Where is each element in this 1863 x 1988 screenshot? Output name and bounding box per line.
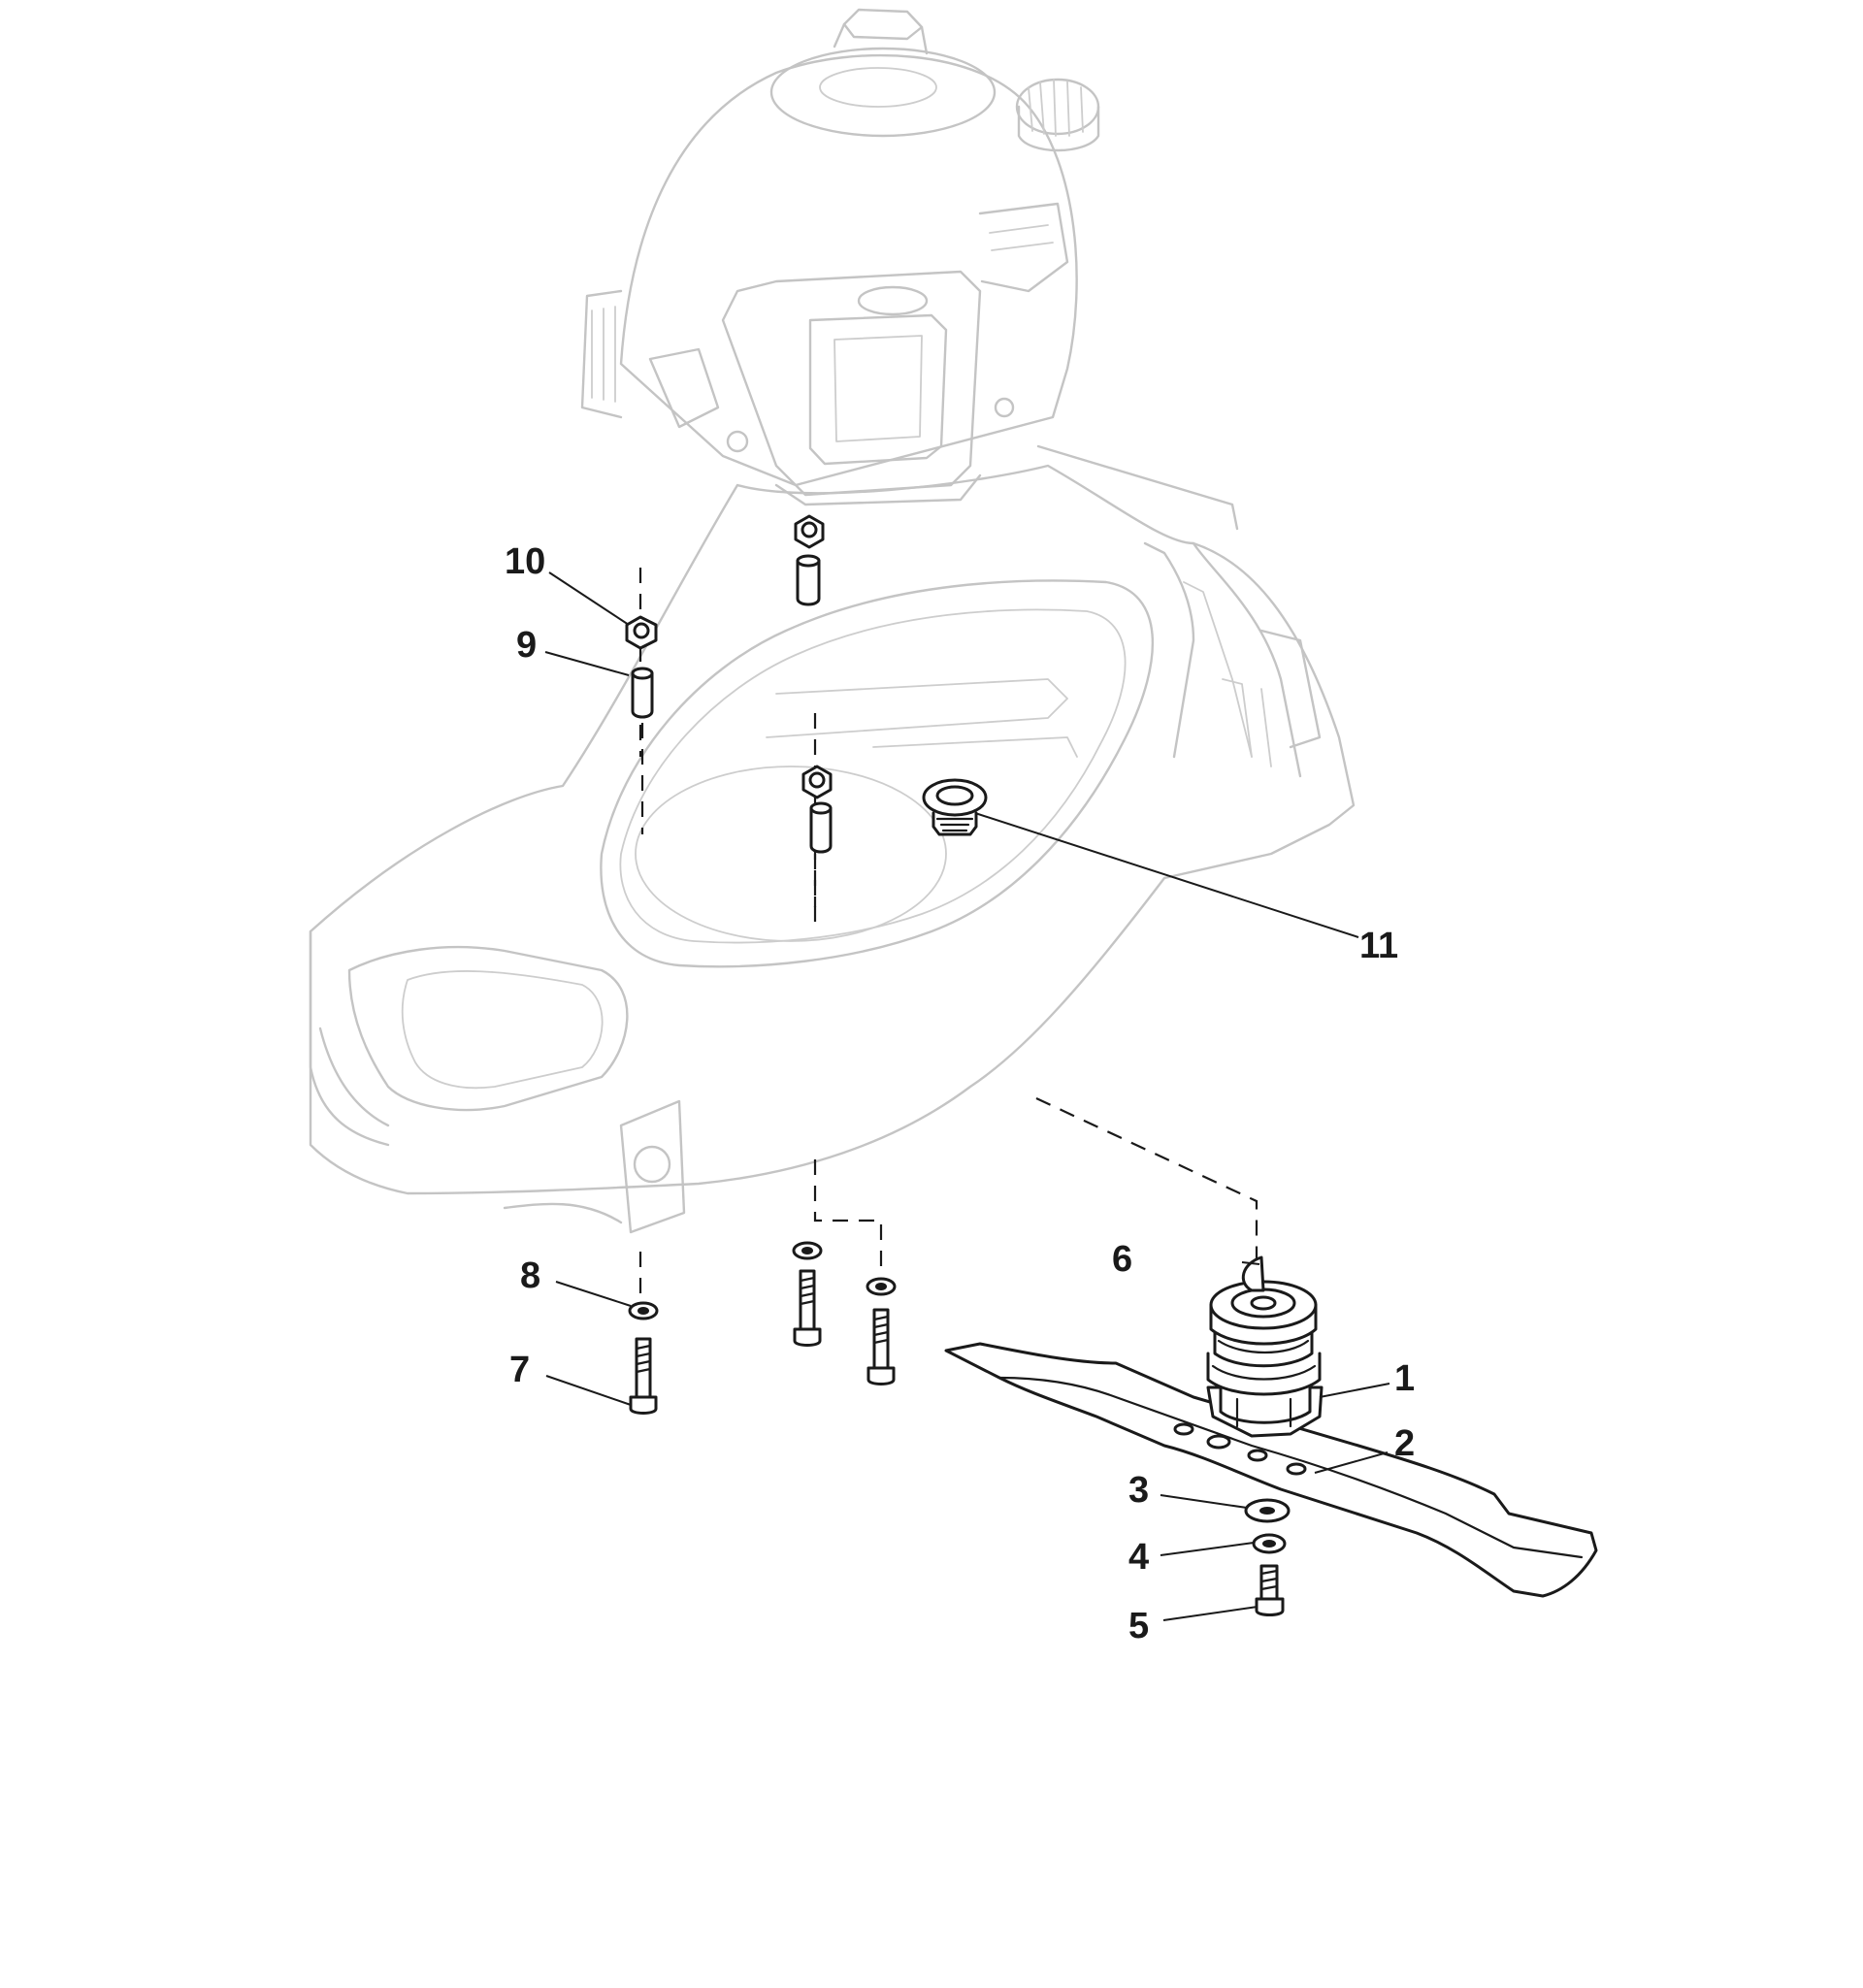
part-9-spacer-top xyxy=(796,554,821,606)
callout-10: 10 xyxy=(505,541,545,582)
part-7-bolt-left xyxy=(629,1337,658,1415)
part-8-washer-middle xyxy=(792,1241,823,1260)
part-3-washer xyxy=(1244,1498,1291,1523)
callout-2: 2 xyxy=(1394,1423,1415,1464)
callout-3: 3 xyxy=(1128,1470,1149,1511)
part-6-key xyxy=(1241,1255,1265,1292)
part-10-nut-left xyxy=(625,615,658,650)
part-7-bolt-middle xyxy=(793,1269,822,1347)
callout-7: 7 xyxy=(509,1350,530,1390)
callout-9: 9 xyxy=(516,625,537,666)
part-1-blade-adapter xyxy=(1206,1280,1324,1438)
part-5-blade-bolt xyxy=(1255,1564,1285,1616)
callout-4: 4 xyxy=(1128,1537,1149,1578)
part-4-lock-washer xyxy=(1252,1533,1287,1554)
callout-8: 8 xyxy=(520,1255,540,1296)
part-10-nut-top xyxy=(794,514,825,549)
part-2-blade xyxy=(944,1342,1598,1598)
callout-11: 11 xyxy=(1359,926,1398,966)
part-9-spacer-middle xyxy=(809,801,833,854)
part-11-bushing xyxy=(922,778,988,836)
mower-deck-outline xyxy=(309,444,1356,1234)
callout-5: 5 xyxy=(1128,1606,1149,1646)
part-9-spacer-left xyxy=(631,667,654,719)
callout-6: 6 xyxy=(1112,1239,1132,1280)
leader-lines xyxy=(544,571,1390,1621)
part-8-washer-left xyxy=(628,1301,659,1320)
part-10-nut-middle xyxy=(801,765,833,799)
callout-1: 1 xyxy=(1394,1358,1415,1399)
part-8-washer-right xyxy=(866,1277,897,1296)
engine-outline xyxy=(580,8,1100,506)
part-7-bolt-right xyxy=(866,1308,896,1385)
assembly-guide-lines xyxy=(638,568,1258,1305)
callout-labels: 1 2 3 4 5 6 7 8 9 10 11 xyxy=(505,541,1415,1646)
